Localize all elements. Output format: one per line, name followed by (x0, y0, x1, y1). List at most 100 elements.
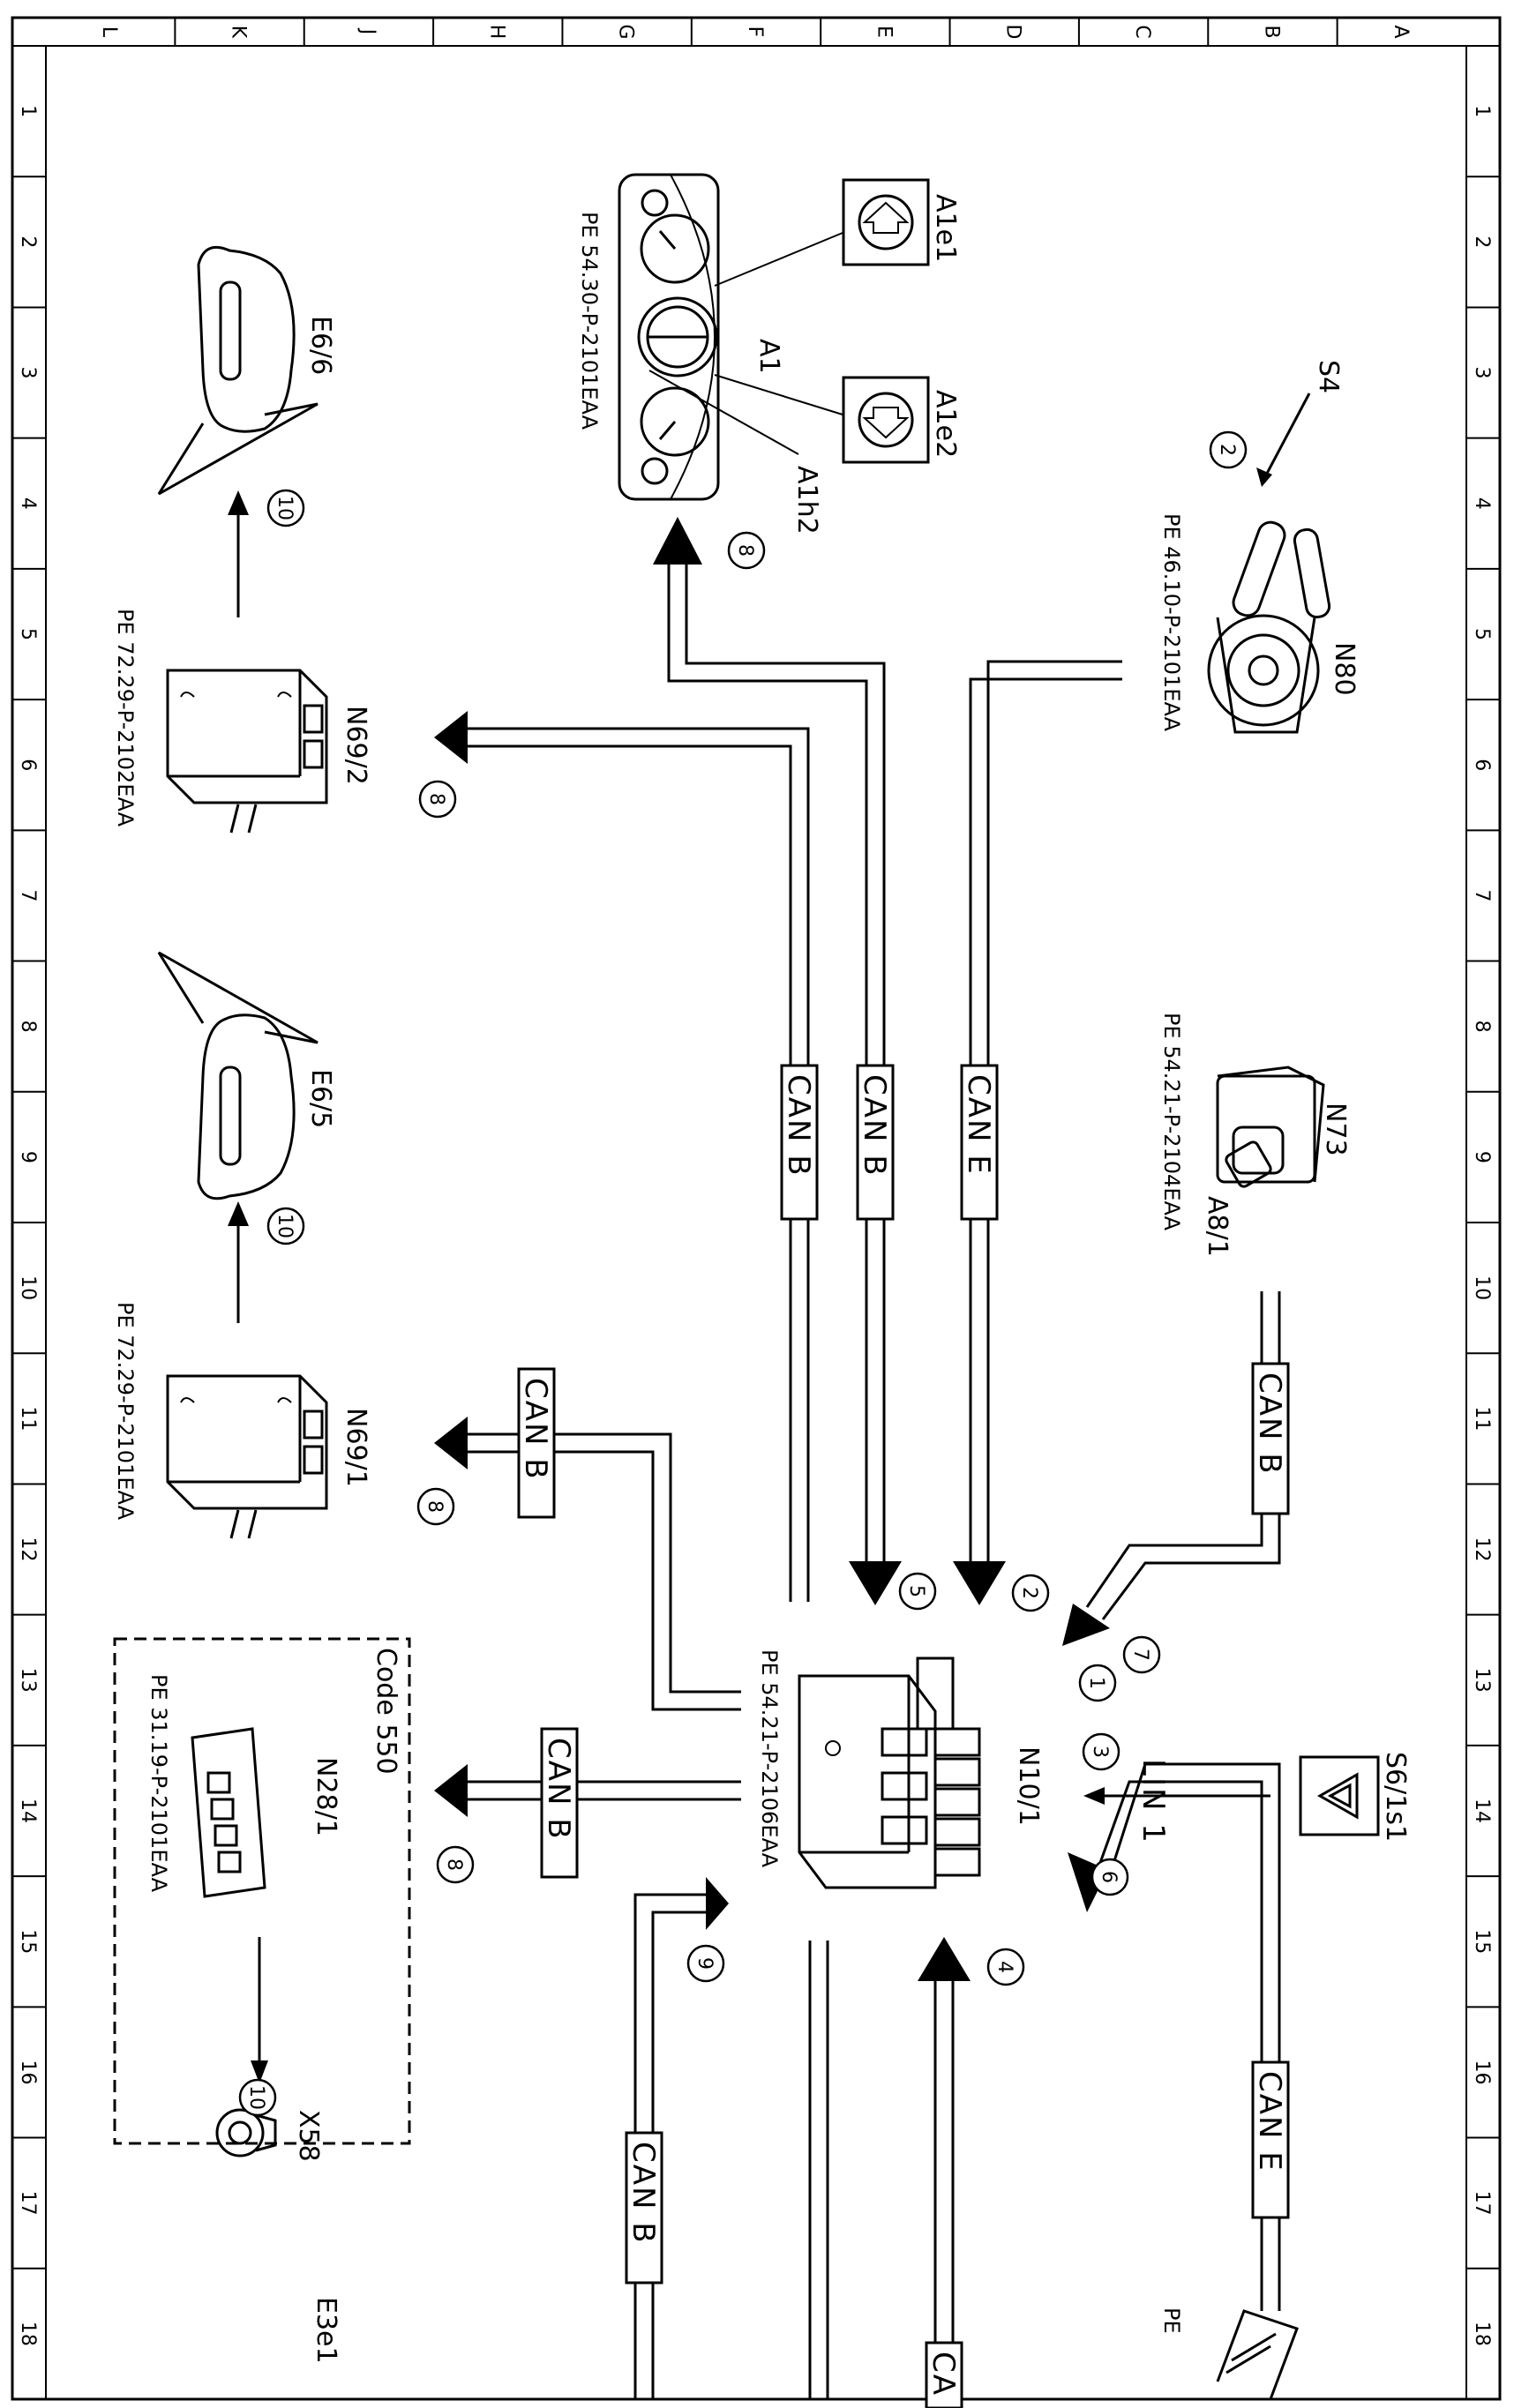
callout-8c: 8 (416, 1487, 455, 1526)
s6-1s1-label: S6/1s1 (1380, 1752, 1411, 1842)
n73-ref: PE 54.21-P-2104EAA (1159, 1013, 1184, 1231)
n73-label: N73 (1320, 1103, 1351, 1156)
callout-2b: 2 (1011, 1574, 1050, 1612)
bus-label-can-b-2: CAN B (780, 1064, 819, 1221)
column-label: G (615, 24, 637, 39)
svg-text:5: 5 (905, 1585, 927, 1597)
sam-module-icon (798, 1656, 981, 1889)
row-label: 8 (1471, 1021, 1493, 1033)
callout-10b: 10 (266, 1207, 305, 1245)
mirror-icon-e6-6 (157, 246, 319, 496)
svg-text:6: 6 (1098, 1871, 1120, 1883)
n69-2-ref: PE 72.29-P-2102EAA (113, 609, 138, 827)
row-label: 16 (17, 2060, 39, 2084)
callout-8a: 8 (727, 531, 766, 570)
row-label: 11 (1471, 1406, 1493, 1431)
bus-label-can-b-6: CAN B (625, 2131, 663, 2285)
callout-5: 5 (898, 1572, 937, 1611)
row-label: 4 (17, 497, 39, 510)
column-label: J (356, 27, 378, 35)
row-label: 4 (1471, 497, 1493, 510)
svg-text:8: 8 (425, 793, 447, 805)
row-label: 9 (1471, 1151, 1493, 1163)
callout-10a: 10 (266, 489, 305, 527)
svg-text:10: 10 (274, 496, 296, 520)
bus-label-can-b-4: CAN B (540, 1727, 579, 1879)
harness-lines (236, 512, 1281, 2399)
bus-label-can-b-1: CAN B (856, 1064, 895, 1221)
e6-5-label: E6/5 (305, 1069, 336, 1128)
n10-1-ref: PE 54.21-P-2106EAA (757, 1649, 782, 1868)
instrument-cluster-icon (618, 173, 843, 501)
x58-label: X58 (293, 2110, 324, 2162)
callout-1: 1 (1078, 1664, 1117, 1702)
row-label: 18 (17, 2322, 39, 2346)
row-label: 10 (17, 1275, 39, 1300)
row-label: 3 (1471, 367, 1493, 379)
svg-text:CAN B: CAN B (626, 2142, 661, 2245)
bottom-ref: PE (1159, 2307, 1184, 2334)
partial-component-icon (1216, 2309, 1299, 2400)
row-label: 18 (1471, 2322, 1493, 2346)
callout-8b: 8 (418, 780, 457, 819)
row-label: 13 (1471, 1668, 1493, 1693)
s4-pointer-head (1256, 467, 1272, 487)
a8-1-label: A8/1 (1202, 1196, 1233, 1257)
bus-label-can-e-2: CAN E (1251, 2060, 1290, 2219)
row-label: 8 (17, 1021, 39, 1033)
bus-label-can-partial: CA (925, 2341, 963, 2408)
row-label: 14 (17, 1799, 39, 1823)
svg-text:CAN B: CAN B (518, 1378, 553, 1481)
row-label: 16 (1471, 2060, 1493, 2084)
callout-3: 3 (1082, 1732, 1121, 1771)
row-label: 15 (17, 1929, 39, 1954)
row-label: 6 (17, 759, 39, 771)
svg-text:CAN E: CAN E (961, 1074, 996, 1176)
code-550-label: Code 550 (371, 1648, 401, 1775)
arrowheads (228, 490, 1110, 1981)
a1-ref: PE 54.30-P-2101EAA (577, 212, 602, 430)
row-label: 13 (17, 1668, 39, 1693)
svg-text:CAN B: CAN B (541, 1738, 576, 1841)
s4-label: S4 (1313, 360, 1344, 393)
svg-text:9: 9 (693, 1957, 716, 1970)
arrow-down-button-icon (842, 376, 930, 464)
svg-text:10: 10 (245, 2085, 267, 2110)
svg-text:7: 7 (1129, 1649, 1151, 1661)
svg-text:1: 1 (1085, 1677, 1107, 1689)
callout-4: 4 (986, 1948, 1025, 1986)
row-label: 2 (17, 236, 39, 248)
row-label: 17 (1471, 2191, 1493, 2216)
a1e2-label: A1e2 (930, 390, 961, 458)
mirror-icon-e6-5 (157, 951, 319, 1200)
svg-text:2: 2 (1018, 1587, 1040, 1599)
row-label: 12 (1471, 1537, 1493, 1562)
row-label: 10 (1471, 1275, 1493, 1300)
svg-text:8: 8 (423, 1500, 446, 1513)
callout-8d: 8 (436, 1845, 475, 1884)
row-label: 15 (1471, 1929, 1493, 1954)
e6-6-label: E6/6 (305, 316, 336, 375)
callout-2a: 2 (1209, 430, 1248, 469)
column-label: L (98, 26, 120, 38)
row-label: 9 (17, 1151, 39, 1163)
column-label: E (873, 26, 895, 38)
svg-text:CA: CA (926, 2352, 961, 2397)
svg-text:CAN B: CAN B (781, 1074, 816, 1178)
n69-1-ref: PE 72.29-P-2101EAA (113, 1302, 138, 1521)
trailer-module-icon-n28-1 (191, 1727, 266, 1898)
row-label: 1 (1471, 105, 1493, 117)
column-label: F (744, 26, 766, 38)
svg-text:CAN B: CAN B (1252, 1372, 1287, 1476)
door-module-icon-n69-2 (166, 669, 328, 834)
row-label: 6 (1471, 759, 1493, 771)
bus-label-can-b-5: CAN B (1251, 1362, 1290, 1515)
svg-text:8: 8 (443, 1858, 465, 1871)
socket-icon-x58 (215, 2108, 277, 2157)
row-label: 14 (1471, 1799, 1493, 1823)
callout-6: 6 (1091, 1858, 1129, 1896)
row-label: 12 (17, 1537, 39, 1562)
